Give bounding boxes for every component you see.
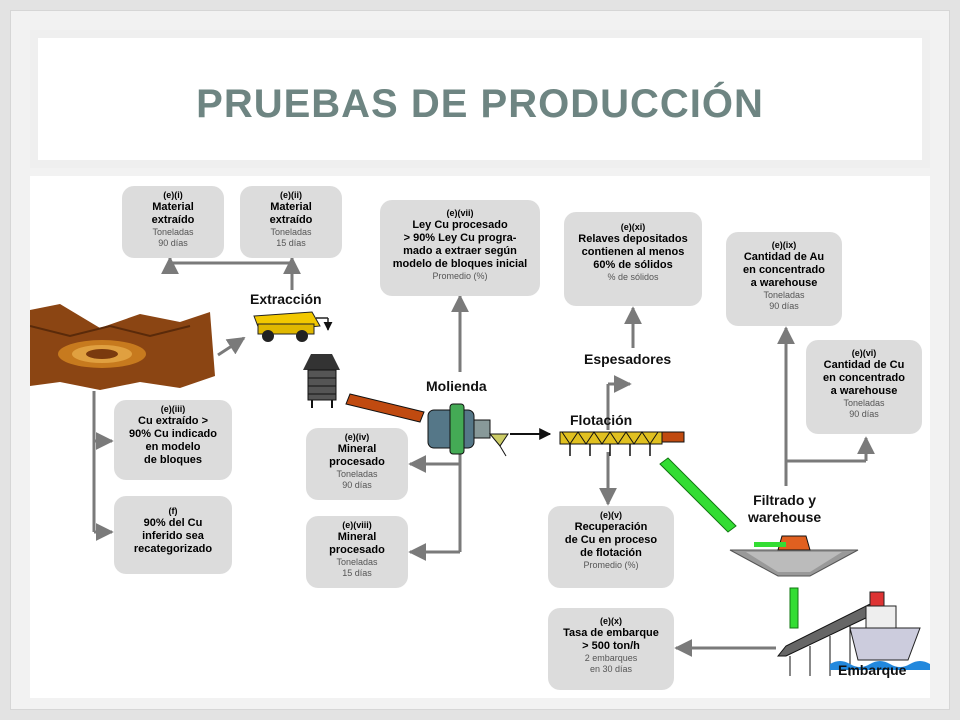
kpi-code: (e)(v) xyxy=(600,510,622,520)
kpi-unit: Toneladas xyxy=(763,290,805,300)
kpi-text: Ley Cu procesado xyxy=(412,219,508,231)
kpi-text: a warehouse xyxy=(750,277,818,289)
kpi-text: inferido sea xyxy=(142,530,204,542)
kpi-box-e-ii: (e)(ii) Material extraído Toneladas 15 d… xyxy=(240,186,342,258)
kpi-unit: Toneladas xyxy=(336,557,378,567)
kpi-code: (f) xyxy=(168,506,178,516)
kpi-text: extraído xyxy=(269,214,313,226)
label-filtrado-line2: warehouse xyxy=(748,509,822,525)
kpi-box-e-i: (e)(i) Material extraído Toneladas 90 dí… xyxy=(122,186,224,258)
kpi-text: Tasa de embarque xyxy=(563,627,659,639)
kpi-period: 90 días xyxy=(342,480,372,490)
slide-title: PRUEBAS DE PRODUCCIÓN xyxy=(196,82,764,126)
flow-diagram xyxy=(30,256,930,676)
kpi-code: (e)(ii) xyxy=(280,190,302,200)
kpi-period: 90 días xyxy=(849,409,879,419)
label-embarque: Embarque xyxy=(838,662,907,678)
kpi-box-e-v: (e)(v) Recuperación de Cu en proceso de … xyxy=(548,506,674,588)
kpi-text: > 500 ton/h xyxy=(582,640,640,652)
kpi-box-e-vii: (e)(vii) Ley Cu procesado > 90% Ley Cu p… xyxy=(380,200,540,296)
kpi-text: Mineral xyxy=(337,443,377,455)
kpi-text: modelo de bloques inicial xyxy=(392,258,528,270)
kpi-text: en concentrado xyxy=(743,264,825,276)
kpi-text: > 90% Ley Cu progra- xyxy=(403,232,517,244)
kpi-period: 15 días xyxy=(342,568,372,578)
kpi-unit: % de sólidos xyxy=(607,272,659,282)
kpi-text: de flotación xyxy=(580,547,642,559)
filter-thickener-icon xyxy=(729,535,859,629)
open-pit-mine-icon xyxy=(30,304,215,390)
kpi-period: en 30 días xyxy=(589,664,633,674)
kpi-text: procesado xyxy=(329,544,385,556)
kpi-box-e-iv: (e)(iv) Mineral procesado Toneladas 90 d… xyxy=(306,428,408,500)
kpi-text: Cantidad de Au xyxy=(743,251,825,263)
kpi-text: procesado xyxy=(329,456,385,468)
kpi-code: (e)(vii) xyxy=(446,208,474,218)
kpi-unit: 2 embarques xyxy=(584,653,638,663)
kpi-text: Material xyxy=(152,201,194,213)
kpi-text: Mineral xyxy=(337,531,377,543)
flotation-cells-icon xyxy=(559,431,685,456)
kpi-text: mado a extraer según xyxy=(403,245,517,257)
kpi-text: Recuperación xyxy=(574,521,648,533)
kpi-box-f: (f) 90% del Cu inferido sea recategoriza… xyxy=(114,496,232,574)
kpi-period: 15 días xyxy=(276,238,306,248)
kpi-box-e-xi: (e)(xi) Relaves depositados contienen al… xyxy=(564,212,702,306)
kpi-unit: Toneladas xyxy=(843,398,885,408)
grinding-mill-icon xyxy=(427,403,509,457)
kpi-text: 60% de sólidos xyxy=(593,259,673,271)
kpi-box-e-vi: (e)(vi) Cantidad de Cu en concentrado a … xyxy=(806,340,922,434)
kpi-box-e-ix: (e)(ix) Cantidad de Au en concentrado a … xyxy=(726,232,842,326)
kpi-text: Cantidad de Cu xyxy=(823,359,905,371)
kpi-code: (e)(i) xyxy=(163,190,183,200)
kpi-period: 90 días xyxy=(158,238,188,248)
kpi-code: (e)(vi) xyxy=(851,348,877,358)
kpi-text: 90% Cu indicado xyxy=(128,428,218,440)
kpi-text: en modelo xyxy=(145,441,201,453)
kpi-box-e-iii: (e)(iii) Cu extraído > 90% Cu indicado e… xyxy=(114,400,232,480)
kpi-unit: Promedio (%) xyxy=(432,271,488,281)
kpi-code: (e)(ix) xyxy=(771,240,797,250)
kpi-unit: Toneladas xyxy=(270,227,312,237)
kpi-box-e-viii: (e)(viii) Mineral procesado Toneladas 15… xyxy=(306,516,408,588)
kpi-text: en concentrado xyxy=(823,372,905,384)
kpi-text: extraído xyxy=(151,214,195,226)
title-box: PRUEBAS DE PRODUCCIÓN xyxy=(30,30,930,168)
kpi-text: Relaves depositados xyxy=(578,233,688,245)
kpi-code: (e)(x) xyxy=(600,616,622,626)
diagram-panel: Extracción Molienda Flotación Espesadore… xyxy=(30,176,930,698)
label-espesadores: Espesadores xyxy=(584,351,672,367)
haul-truck-icon xyxy=(253,311,333,342)
label-filtrado-line1: Filtrado y xyxy=(753,492,817,508)
kpi-unit: Toneladas xyxy=(152,227,194,237)
kpi-code: (e)(xi) xyxy=(620,222,646,232)
crusher-icon xyxy=(303,354,340,408)
kpi-code: (e)(iv) xyxy=(344,432,370,442)
connectors xyxy=(92,256,875,657)
kpi-unit: Promedio (%) xyxy=(583,560,639,570)
label-flotacion: Flotación xyxy=(570,412,633,428)
kpi-code: (e)(iii) xyxy=(160,404,186,414)
ship-icon xyxy=(830,591,930,670)
kpi-text: Material xyxy=(270,201,312,213)
kpi-unit: Toneladas xyxy=(336,469,378,479)
kpi-text: contienen al menos xyxy=(581,246,685,258)
label-extraccion: Extracción xyxy=(250,291,322,307)
ore-conveyor-icon xyxy=(345,393,425,423)
label-filtrado: Filtrado y warehouse xyxy=(748,492,821,526)
kpi-box-e-x: (e)(x) Tasa de embarque > 500 ton/h 2 em… xyxy=(548,608,674,690)
kpi-text: a warehouse xyxy=(830,385,898,397)
kpi-text: Cu extraído > xyxy=(138,415,208,427)
kpi-text: de bloques xyxy=(143,454,203,466)
slurry-pipe-icon xyxy=(659,457,737,533)
kpi-text: 90% del Cu xyxy=(143,517,203,529)
kpi-text: de Cu en proceso xyxy=(564,534,658,546)
kpi-text: recategorizado xyxy=(133,543,213,555)
kpi-code: (e)(viii) xyxy=(342,520,372,530)
label-molienda: Molienda xyxy=(426,378,487,394)
kpi-period: 90 días xyxy=(769,301,799,311)
